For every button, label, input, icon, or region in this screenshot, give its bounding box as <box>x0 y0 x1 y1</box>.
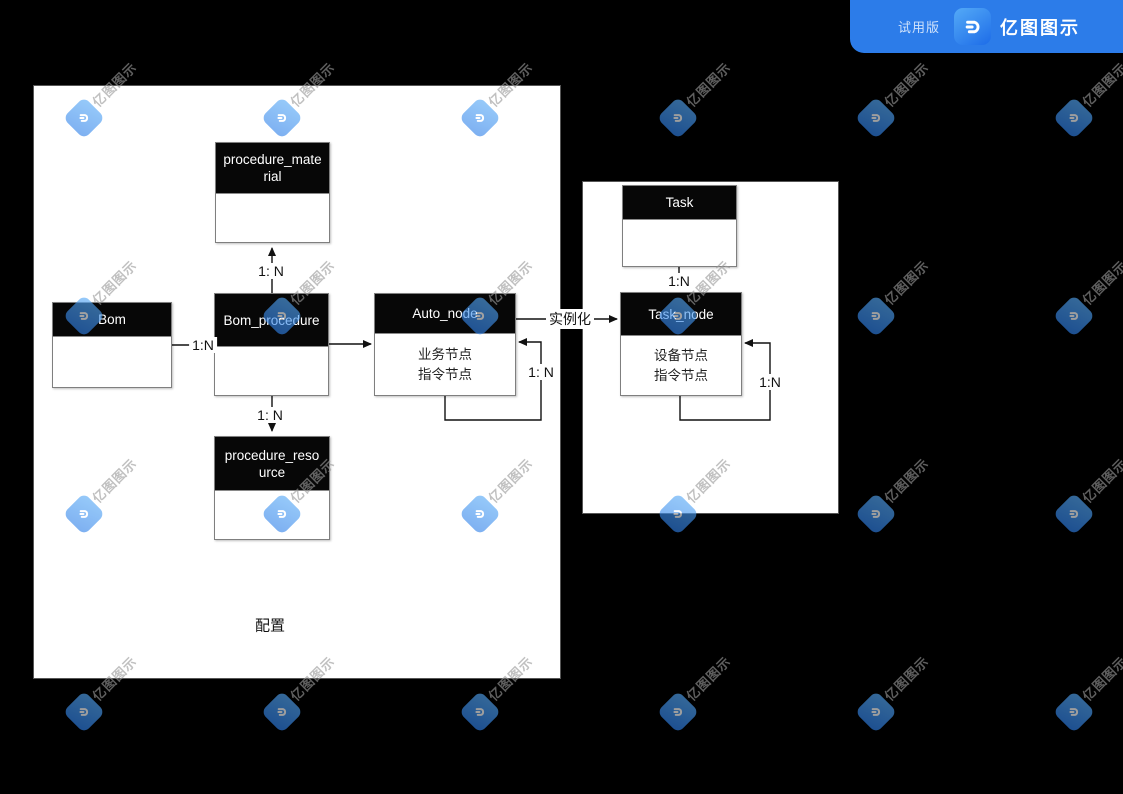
entity-task-node: Task_node 设备节点 指令节点 <box>620 292 742 396</box>
trial-banner: 试用版 亿图图示 <box>850 0 1123 53</box>
entity-procedure-material: procedure_material <box>215 142 330 243</box>
relation-label-bomprocedure-resource: 1: N <box>254 407 286 423</box>
relation-label-instantiate: 实例化 <box>546 309 594 329</box>
relation-label-tasknode-selfloop: 1:N <box>756 374 784 390</box>
edge-autonode-selfloop <box>444 338 542 421</box>
relation-label-task-tasknode: 1:N <box>665 273 693 289</box>
entity-title: procedure_material <box>216 143 329 194</box>
entity-bom-procedure: Bom_procedure <box>214 293 329 396</box>
entity-body-line: 指令节点 <box>418 366 472 382</box>
entity-body <box>53 337 171 387</box>
entity-auto-node: Auto_node 业务节点 指令节点 <box>374 293 516 396</box>
entity-body <box>215 347 328 395</box>
trial-version-label: 试用版 <box>898 20 941 35</box>
entity-title: procedure_resource <box>215 437 329 491</box>
relation-label-bom-bomprocedure: 1:N <box>189 337 217 353</box>
entity-body-line: 设备节点 <box>654 347 708 363</box>
entity-title: Task_node <box>621 293 741 336</box>
entity-procedure-resource: procedure_resource <box>214 436 330 540</box>
entity-title: Bom <box>53 303 171 337</box>
entity-body: 设备节点 指令节点 <box>621 336 741 395</box>
entity-title: Auto_node <box>375 294 515 334</box>
edraw-logo-icon <box>954 8 992 45</box>
group-label-config: 配置 <box>254 617 286 635</box>
entity-body <box>215 491 329 539</box>
brand-name: 亿图图示 <box>1000 17 1081 38</box>
relation-label-autonode-selfloop: 1: N <box>525 364 557 380</box>
entity-bom: Bom <box>52 302 172 388</box>
entity-body <box>623 220 736 266</box>
entity-body-line: 指令节点 <box>654 367 708 383</box>
entity-body: 业务节点 指令节点 <box>375 334 515 395</box>
entity-body <box>216 194 329 242</box>
entity-title: Task <box>623 186 736 220</box>
entity-body-line: 业务节点 <box>418 346 472 362</box>
entity-task: Task <box>622 185 737 267</box>
edge-tasknode-selfloop <box>679 339 771 421</box>
relation-label-bomprocedure-material: 1: N <box>255 263 287 279</box>
entity-title: Bom_procedure <box>215 294 328 347</box>
